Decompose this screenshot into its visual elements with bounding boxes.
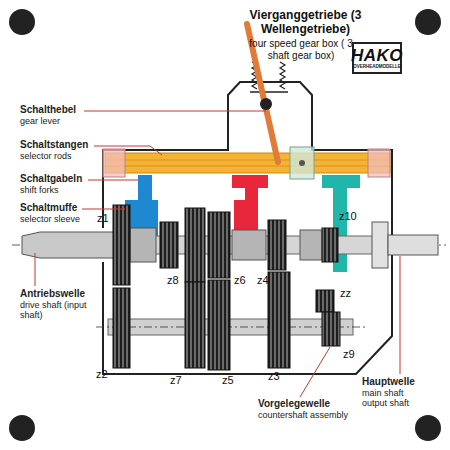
corner-hole <box>415 9 441 35</box>
input-shaft <box>22 232 115 258</box>
gear <box>268 272 290 368</box>
leader-line <box>82 209 125 210</box>
synchro-hub <box>130 228 156 262</box>
leader-line <box>88 180 138 181</box>
housing-outline <box>103 82 392 374</box>
idler-gear <box>316 290 334 312</box>
synchro-hub <box>232 230 266 260</box>
gear-number: z9 <box>343 348 363 361</box>
output-flange <box>372 222 388 268</box>
detent-block <box>290 147 314 179</box>
gear-number: z2 <box>96 368 116 381</box>
gear <box>322 312 340 346</box>
logo-subtext: OVERHEADMODELLE <box>353 65 401 70</box>
gear <box>113 288 130 368</box>
shift-fork <box>232 175 268 232</box>
part-translation: selector rods <box>20 151 110 161</box>
leader-line <box>84 111 266 112</box>
gear-number: z6 <box>234 274 254 287</box>
shift-fork <box>322 175 360 272</box>
output-shaft <box>388 235 438 255</box>
corner-hole <box>9 9 35 35</box>
spring <box>280 62 285 89</box>
gear <box>322 228 338 262</box>
rod-line <box>105 166 390 167</box>
part-translation: selector sleeve <box>20 214 110 224</box>
gear-number: zz <box>340 287 360 300</box>
leader-line <box>94 146 162 155</box>
part-label: Schalthebel <box>20 104 110 116</box>
leader-line <box>300 347 330 397</box>
logo-text: HAKO <box>351 47 403 65</box>
spring-seat <box>250 91 288 93</box>
part-translation: shift forks <box>20 185 110 195</box>
part-translation: gear lever <box>20 116 110 126</box>
gear-number: z5 <box>222 374 242 387</box>
part-label: Antriebswelle <box>20 288 110 300</box>
rod-bracket <box>368 149 390 177</box>
part-label: Vorgelegewelle <box>258 398 398 410</box>
part-label: Schaltstangen <box>20 139 110 151</box>
gear-number: z7 <box>170 374 190 387</box>
gear-number: z1 <box>97 212 117 225</box>
rod-bracket <box>103 149 125 177</box>
gear <box>160 222 178 268</box>
diagram-title: Vierganggetriebe (3 Wellengetriebe) <box>243 9 368 37</box>
part-label: Schaltgabeln <box>20 173 110 185</box>
part-label: Schaltmuffe <box>20 202 110 214</box>
logo-box: HAKOOVERHEADMODELLE <box>352 42 402 74</box>
leader-line <box>400 256 401 374</box>
gear-number: z4 <box>257 274 277 287</box>
gear <box>208 212 230 278</box>
part-translation: main shaft output shaft <box>362 388 426 409</box>
subtitle: four speed gear box ( 3 shaft gear box) <box>246 38 356 61</box>
gear-number: z10 <box>339 210 363 223</box>
gear-number: z3 <box>268 370 288 383</box>
detent-ball <box>299 160 305 166</box>
gear <box>208 280 230 370</box>
synchro-hub <box>300 230 322 260</box>
gear <box>185 208 205 282</box>
corner-hole <box>9 415 35 441</box>
rod-line <box>105 160 390 161</box>
gear <box>185 282 205 368</box>
part-translation: drive shaft (input shaft) <box>20 300 92 321</box>
lever-pivot <box>260 98 272 110</box>
leader-line <box>35 253 36 286</box>
gear-number: z8 <box>167 274 187 287</box>
gear <box>268 220 286 270</box>
gear <box>113 205 130 285</box>
part-translation: countershaft assembly <box>258 410 398 420</box>
corner-hole <box>415 415 441 441</box>
selector-rods <box>105 153 390 173</box>
part-label: Hauptwelle <box>362 376 442 388</box>
